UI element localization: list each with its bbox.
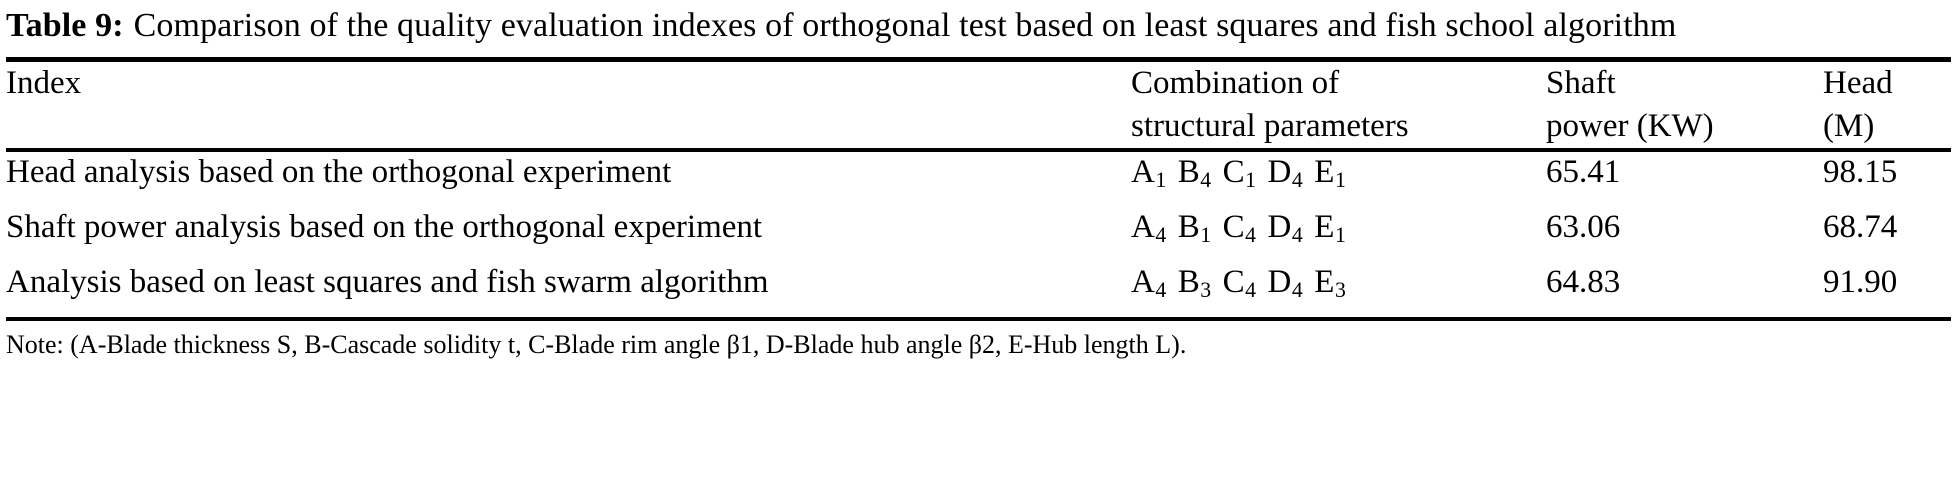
combination-value: A4 B3 C4 D4 E3 (1131, 264, 1347, 302)
column-header-index: Index (6, 62, 1131, 148)
table-note: Note: (A-Blade thickness S, B-Cascade so… (6, 330, 1187, 359)
parameter-b: B3 (1177, 264, 1212, 302)
table-row: Analysis based on least squares and fish… (6, 262, 1951, 317)
parameter-d: D4 (1267, 154, 1304, 192)
table-caption-text: Comparison of the quality evaluation ind… (133, 7, 1677, 44)
parameter-a: A1 (1131, 154, 1167, 192)
column-header-shaft-power-line1: Shaft (1546, 65, 1616, 101)
parameter-c: C1 (1222, 154, 1257, 192)
table-head: Index Combination of structural paramete… (6, 62, 1951, 148)
cell-head: 98.15 (1823, 154, 1898, 190)
column-header-shaft-power-line2: power (KW) (1546, 108, 1714, 144)
table-row: Head analysis based on the orthogonal ex… (6, 152, 1951, 207)
parameter-d: D4 (1267, 264, 1304, 302)
parameter-b: B1 (1177, 209, 1212, 247)
comparison-table-body: Head analysis based on the orthogonal ex… (6, 152, 1951, 317)
table-bottom-rule (6, 317, 1951, 321)
column-header-head-line2: (M) (1823, 108, 1875, 144)
cell-index: Head analysis based on the orthogonal ex… (6, 154, 672, 190)
parameter-d: D4 (1267, 209, 1304, 247)
parameter-e: E1 (1314, 209, 1347, 247)
cell-combination: A4 B3 C4 D4 E3 (1131, 262, 1546, 317)
cell-shaft-power: 65.41 (1546, 154, 1621, 190)
parameter-b: B4 (1177, 154, 1212, 192)
table-row: Shaft power analysis based on the orthog… (6, 207, 1951, 262)
cell-index: Analysis based on least squares and fish… (6, 264, 769, 300)
cell-head: 68.74 (1823, 209, 1898, 245)
parameter-c: C4 (1222, 209, 1257, 247)
parameter-a: A4 (1131, 209, 1167, 247)
table-top-rule (6, 57, 1951, 62)
comparison-table: Index Combination of structural paramete… (6, 62, 1951, 148)
cell-combination: A4 B1 C4 D4 E1 (1131, 207, 1546, 262)
cell-combination: A1 B4 C1 D4 E1 (1131, 152, 1546, 207)
parameter-c: C4 (1222, 264, 1257, 302)
parameter-a: A4 (1131, 264, 1167, 302)
cell-index: Shaft power analysis based on the orthog… (6, 209, 763, 245)
column-header-head-line1: Head (1823, 65, 1893, 101)
column-header-head: Head (M) (1823, 62, 1951, 148)
table-body: Head analysis based on the orthogonal ex… (6, 152, 1951, 317)
column-header-combination-line1: Combination of (1131, 65, 1340, 101)
cell-head: 91.90 (1823, 264, 1898, 300)
combination-value: A1 B4 C1 D4 E1 (1131, 154, 1347, 192)
table-caption-label: Table 9: (6, 7, 124, 44)
column-header-index-line1: Index (6, 65, 82, 101)
cell-shaft-power: 63.06 (1546, 209, 1621, 245)
parameter-e: E1 (1314, 154, 1347, 192)
combination-value: A4 B1 C4 D4 E1 (1131, 209, 1347, 247)
table-caption: Table 9:Comparison of the quality evalua… (6, 0, 1951, 48)
table-header-row: Index Combination of structural paramete… (6, 62, 1951, 148)
cell-shaft-power: 64.83 (1546, 264, 1621, 300)
parameter-e: E3 (1314, 264, 1347, 302)
column-header-combination: Combination of structural parameters (1131, 62, 1546, 148)
column-header-shaft-power: Shaft power (KW) (1546, 62, 1823, 148)
table-header-rule (6, 148, 1951, 152)
column-header-combination-line2: structural parameters (1131, 108, 1409, 144)
